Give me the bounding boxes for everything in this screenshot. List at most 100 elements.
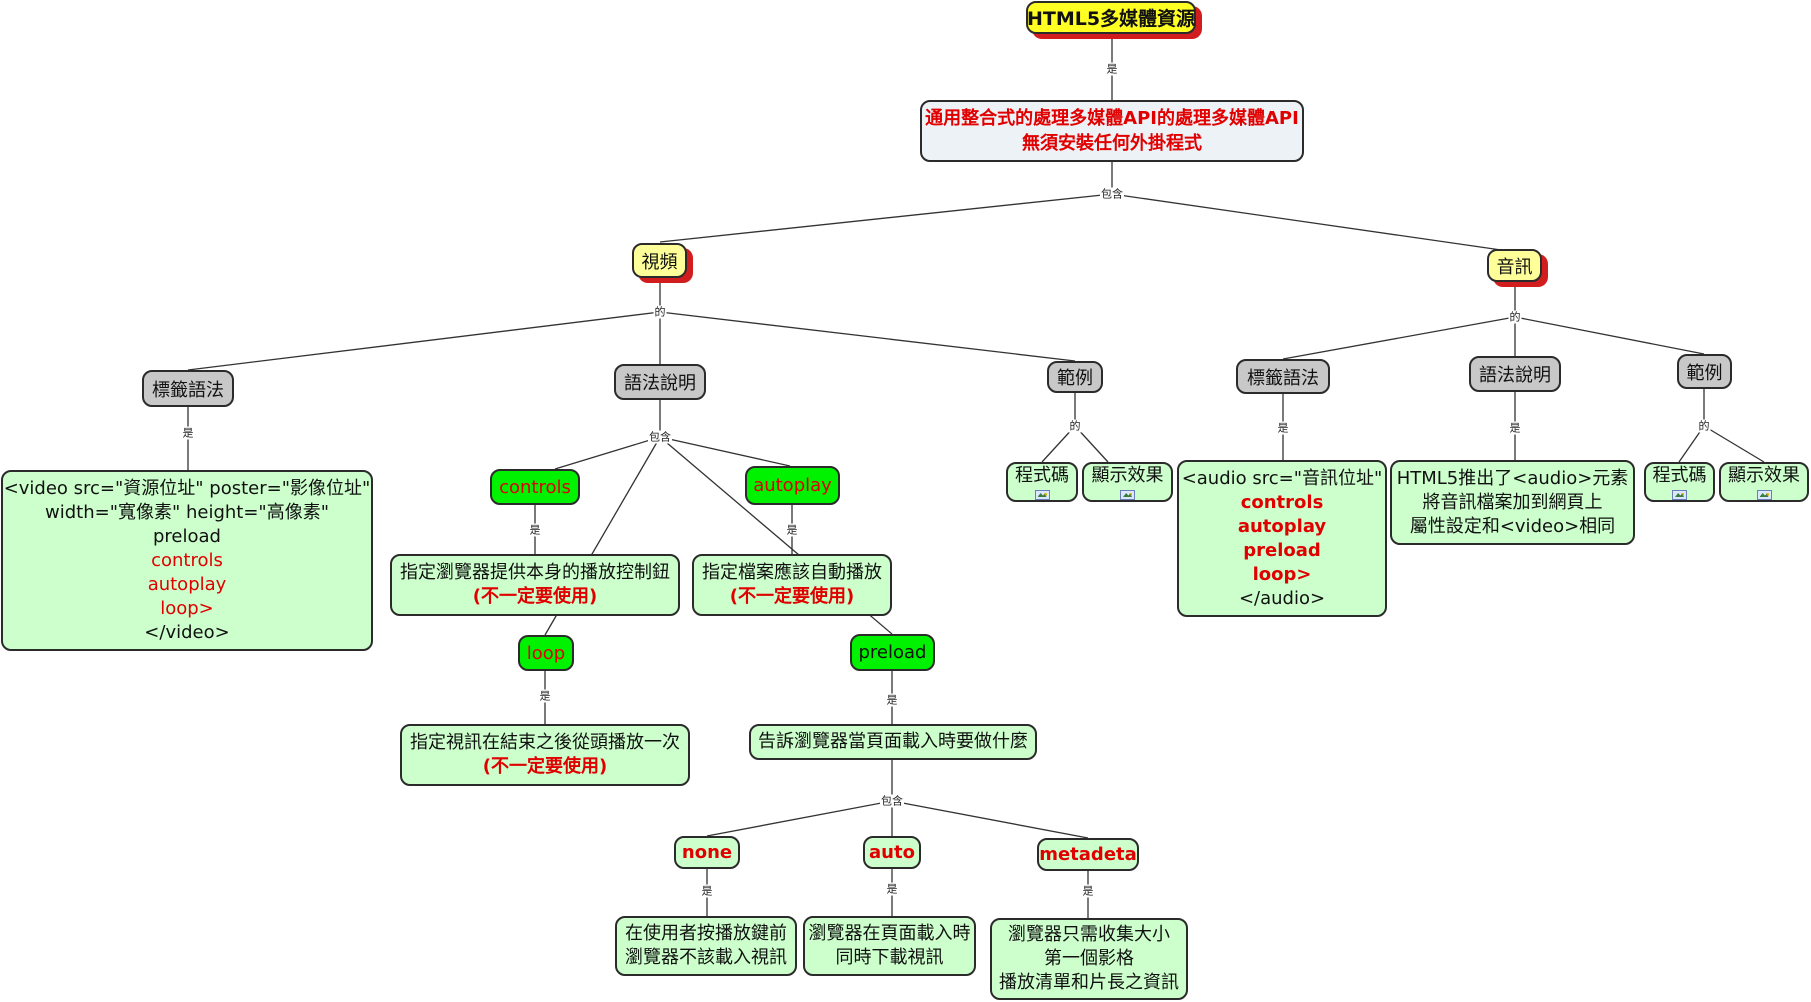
audio-code-line-3: autoplay [1237, 515, 1327, 537]
autoplay-desc-line-2: (不一定要使用) [729, 586, 855, 607]
link-label-summary-contains: 包含 [1100, 187, 1124, 201]
auto-desc-line-1: 瀏覽器在頁面載入時 [808, 923, 971, 944]
loop-desc-node[interactable]: 指定視訊在結束之後從頭播放一次 (不一定要使用) [400, 724, 690, 786]
controls-label: controls [499, 476, 571, 498]
link-hub-video [659, 193, 1113, 243]
audio-code-line-2: controls [1240, 491, 1324, 513]
video-code-line-2: width="寬像素" height="高像素" [45, 501, 329, 523]
loop-desc-line-1: 指定視訊在結束之後從頭播放一次 [410, 732, 680, 753]
video-code-node[interactable]: <video src="資源位址" poster="影像位址" width="寬… [1, 470, 373, 651]
audio-code-line-5: loop> [1252, 563, 1312, 585]
audio-desc-line-2: 將音訊檔案加到網頁上 [1422, 491, 1603, 513]
none-label: none [681, 841, 733, 863]
preload-desc-label: 告訴瀏覽器當頁面載入時要做什麼 [758, 731, 1028, 752]
video-code-example-node[interactable]: 程式碼 [1006, 462, 1078, 502]
link-video-tag [187, 311, 661, 371]
controls-desc-node[interactable]: 指定瀏覽器提供本身的播放控制鈕 (不一定要使用) [390, 554, 680, 616]
audio-desc-line-1: HTML5推出了<audio>元素 [1396, 467, 1629, 489]
audio-code-example-label: 程式碼 [1652, 465, 1707, 486]
audio-effect-example-node[interactable]: 顯示效果 [1719, 462, 1809, 502]
video-effect-example-node[interactable]: 顯示效果 [1082, 462, 1173, 502]
link-label-video-of: 的 [653, 305, 667, 319]
autoplay-label: autoplay [753, 475, 832, 496]
audio-example-label: 範例 [1686, 362, 1723, 384]
auto-label: auto [869, 841, 915, 863]
loop-label: loop [526, 642, 566, 664]
video-code-line-7: </video> [144, 621, 230, 643]
video-category-label: 視頻 [641, 251, 678, 273]
link-label-auto-is: 是 [885, 882, 899, 896]
audio-code-line-6: </audio> [1238, 587, 1326, 609]
video-code-line-4: controls [151, 549, 223, 571]
video-example-label: 範例 [1057, 368, 1093, 389]
auto-node[interactable]: auto [863, 836, 921, 869]
link-label-metadeta-is: 是 [1081, 884, 1095, 898]
image-attachment-icon[interactable] [1120, 490, 1135, 500]
video-syntax-desc-node[interactable]: 語法說明 [614, 364, 706, 400]
audio-example-node[interactable]: 範例 [1677, 354, 1732, 389]
video-code-example-label: 程式碼 [1015, 465, 1069, 486]
metadeta-label: metadeta [1039, 843, 1137, 865]
audio-tag-syntax-label: 標籤語法 [1247, 367, 1319, 389]
loop-desc-line-2: (不一定要使用) [482, 756, 608, 777]
video-code-line-5: autoplay [147, 573, 227, 595]
link-pdesc-none [706, 800, 893, 837]
link-label-video-syntax-contains: 包含 [648, 430, 672, 444]
controls-desc-line-1: 指定瀏覽器提供本身的播放控制鈕 [400, 562, 670, 583]
link-label-audio-syntax-is: 是 [1508, 421, 1522, 435]
video-category-node[interactable]: 視頻 [632, 243, 687, 278]
audio-tag-syntax-node[interactable]: 標籤語法 [1236, 359, 1330, 394]
link-audio-tag [1282, 316, 1516, 360]
link-audio-example [1514, 316, 1705, 355]
audio-desc-node[interactable]: HTML5推出了<audio>元素 將音訊檔案加到網頁上 屬性設定和<video… [1390, 460, 1635, 545]
audio-desc-line-3: 屬性設定和<video>相同 [1409, 515, 1616, 537]
video-tag-syntax-node[interactable]: 標籤語法 [142, 370, 234, 407]
image-attachment-icon[interactable] [1034, 490, 1050, 500]
none-node[interactable]: none [674, 836, 740, 869]
audio-category-node[interactable]: 音訊 [1487, 249, 1542, 282]
loop-node[interactable]: loop [518, 635, 574, 671]
link-label-video-example-of: 的 [1068, 419, 1082, 433]
audio-code-line-4: preload [1243, 539, 1321, 561]
audio-category-label: 音訊 [1496, 256, 1533, 278]
summary-line-2: 無須安裝任何外掛程式 [1022, 133, 1202, 154]
audio-syntax-desc-label: 語法說明 [1479, 365, 1551, 386]
link-label-audio-example-of: 的 [1697, 419, 1711, 433]
summary-node[interactable]: 通用整合式的處理多媒體API的處理多媒體API 無須安裝任何外掛程式 [920, 100, 1304, 162]
controls-node[interactable]: controls [490, 469, 580, 505]
link-label-audio-of: 的 [1508, 310, 1522, 324]
metadeta-desc-line-3: 播放清單和片長之資訊 [999, 972, 1179, 993]
autoplay-node[interactable]: autoplay [745, 466, 840, 505]
image-attachment-icon[interactable] [1672, 490, 1687, 500]
none-desc-node[interactable]: 在使用者按播放鍵前 瀏覽器不該載入視訊 [615, 916, 797, 976]
root-label: HTML5多媒體資源 [1026, 8, 1196, 30]
audio-code-line-1: <audio src="音訊位址" [1181, 467, 1383, 489]
preload-node[interactable]: preload [850, 634, 935, 671]
metadeta-desc-node[interactable]: 瀏覽器只需收集大小 第一個影格 播放清單和片長之資訊 [990, 918, 1188, 1000]
link-vsyntax-controls [554, 436, 661, 470]
audio-syntax-desc-node[interactable]: 語法說明 [1469, 356, 1561, 392]
autoplay-desc-line-1: 指定檔案應該自動播放 [702, 562, 882, 583]
metadeta-node[interactable]: metadeta [1037, 838, 1139, 871]
image-attachment-icon[interactable] [1756, 490, 1772, 500]
root-node[interactable]: HTML5多媒體資源 [1026, 1, 1196, 34]
video-syntax-desc-label: 語法說明 [624, 373, 696, 394]
link-hub-audio [1111, 193, 1516, 253]
autoplay-desc-node[interactable]: 指定檔案應該自動播放 (不一定要使用) [692, 554, 892, 616]
video-tag-syntax-label: 標籤語法 [152, 379, 224, 401]
metadeta-desc-line-1: 瀏覽器只需收集大小 [1008, 924, 1170, 945]
link-label-controls-is: 是 [528, 523, 542, 537]
audio-effect-example-label: 顯示效果 [1728, 465, 1800, 486]
audio-code-node[interactable]: <audio src="音訊位址" controls autoplay prel… [1177, 460, 1387, 617]
none-desc-line-2: 瀏覽器不該載入視訊 [625, 947, 787, 968]
link-label-preload-is: 是 [885, 693, 899, 707]
none-desc-line-1: 在使用者按播放鍵前 [625, 923, 787, 944]
preload-desc-node[interactable]: 告訴瀏覽器當頁面載入時要做什麼 [749, 724, 1037, 760]
auto-desc-node[interactable]: 瀏覽器在頁面載入時 同時下載視訊 [803, 916, 976, 976]
link-label-video-tag-is: 是 [181, 426, 195, 440]
audio-code-example-node[interactable]: 程式碼 [1644, 462, 1715, 502]
video-example-node[interactable]: 範例 [1047, 361, 1103, 393]
link-label-preload-contains: 包含 [880, 794, 904, 808]
preload-label: preload [858, 642, 927, 663]
link-label-root-summary: 是 [1105, 62, 1119, 76]
